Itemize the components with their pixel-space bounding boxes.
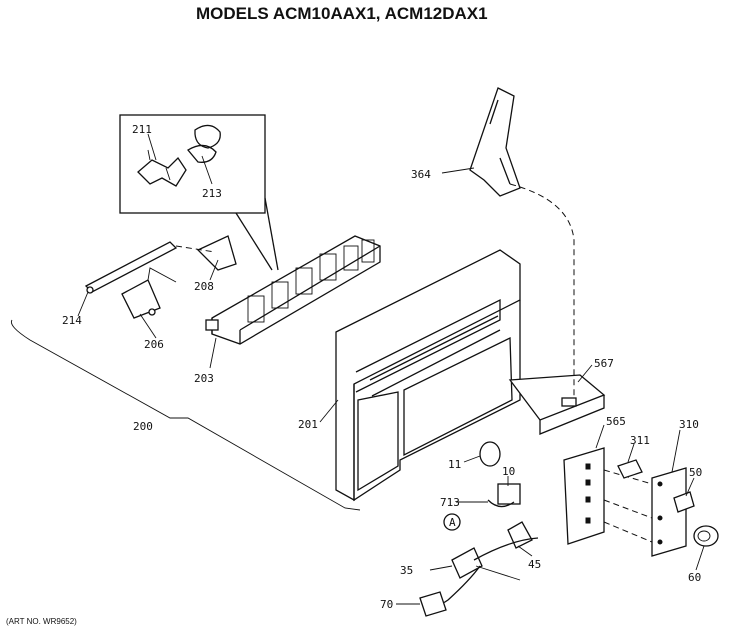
callout-206: 206: [144, 338, 164, 351]
callout-310: 310: [679, 418, 699, 431]
callout-11: 11: [448, 458, 461, 471]
handle-364: [469, 87, 575, 396]
callout-10: 10: [502, 465, 515, 478]
callout-60: 60: [688, 571, 701, 584]
callout-214: 214: [62, 314, 82, 327]
electrical-components: [419, 441, 539, 617]
group-200-bracket: [10, 319, 361, 511]
callout-201: 201: [298, 418, 318, 431]
control-panel-203: [205, 235, 381, 345]
callout-45: 45: [528, 558, 541, 571]
callout-211: 211: [132, 123, 152, 136]
callout-213: 213: [202, 187, 222, 200]
callout-311: 311: [630, 434, 650, 447]
knobs-switches: [617, 459, 719, 547]
callout-200: 200: [133, 420, 153, 433]
callout-203: 203: [194, 372, 214, 385]
callout-713: 713: [440, 496, 460, 509]
callout-50: 50: [689, 466, 702, 479]
callout-35: 35: [400, 564, 413, 577]
callout-208: 208: [194, 280, 214, 293]
callout-70: 70: [380, 598, 393, 611]
leader-lines: [77, 133, 705, 605]
callout-364: 364: [411, 168, 431, 181]
callout-565: 565: [606, 415, 626, 428]
inset-detail-box: [119, 114, 279, 271]
bracket-parts: [84, 235, 237, 319]
switch-plates: [563, 447, 687, 557]
diagram-title: MODELS ACM10AAX1, ACM12DAX1: [196, 4, 488, 23]
art-number: (ART NO. WR9652): [6, 617, 77, 626]
callout-567: 567: [594, 357, 614, 370]
bracket-567: [508, 374, 606, 435]
callout-A: A: [449, 516, 456, 529]
